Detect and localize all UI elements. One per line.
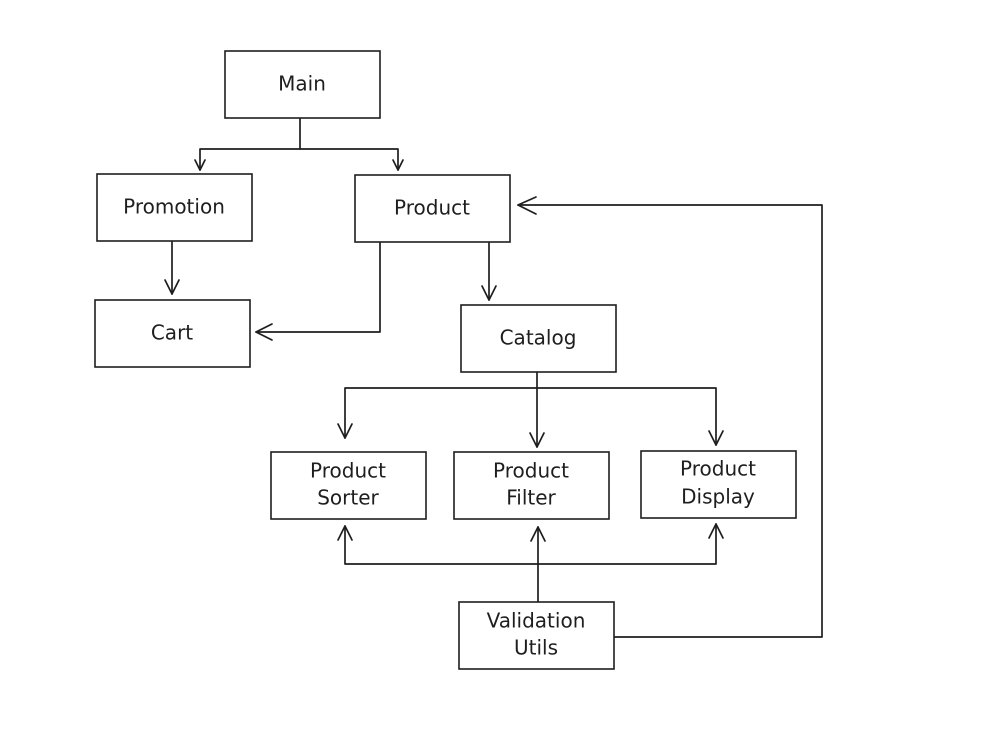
node-product-sorter: Product Sorter xyxy=(270,451,427,520)
edge-product-to-cart xyxy=(255,241,381,341)
node-catalog-label: Catalog xyxy=(500,326,577,350)
edges xyxy=(164,117,823,638)
node-product-filter-line1: Product xyxy=(493,459,569,483)
edge-main-to-promotion xyxy=(194,117,301,171)
node-product-display-line2: Display xyxy=(681,485,755,509)
node-validation-utils: Validation Utils xyxy=(458,601,615,670)
node-product-display: Product Display xyxy=(640,450,797,519)
node-product-sorter-line2: Sorter xyxy=(317,486,379,510)
node-promotion-label: Promotion xyxy=(123,195,225,219)
node-cart: Cart xyxy=(94,299,251,368)
node-product-display-line1: Product xyxy=(680,457,756,481)
node-product: Product xyxy=(354,174,511,243)
nodes: Main Promotion Product Cart Catalog Prod… xyxy=(94,50,797,670)
edge-catalog-to-product-display xyxy=(536,387,724,446)
node-product-sorter-line1: Product xyxy=(310,459,386,483)
node-product-filter-line2: Filter xyxy=(506,486,556,510)
edge-main-to-product xyxy=(299,148,404,171)
edge-catalog-to-product-filter xyxy=(529,387,545,448)
edge-validation-utils-to-product-sorter xyxy=(337,525,539,565)
node-promotion: Promotion xyxy=(96,173,253,242)
edge-promotion-to-cart xyxy=(164,241,180,295)
edge-validation-utils-to-product xyxy=(517,196,823,638)
node-cart-label: Cart xyxy=(151,321,193,345)
node-product-label: Product xyxy=(394,196,470,220)
edge-catalog-to-product-sorter xyxy=(337,372,538,439)
node-main-label: Main xyxy=(278,72,326,96)
node-main: Main xyxy=(224,50,381,119)
node-validation-utils-line2: Utils xyxy=(514,636,558,660)
node-validation-utils-line1: Validation xyxy=(487,609,586,633)
node-catalog: Catalog xyxy=(460,304,617,373)
node-product-filter: Product Filter xyxy=(453,451,610,520)
edge-validation-utils-to-product-display xyxy=(537,523,724,565)
edge-product-to-catalog xyxy=(481,241,497,301)
